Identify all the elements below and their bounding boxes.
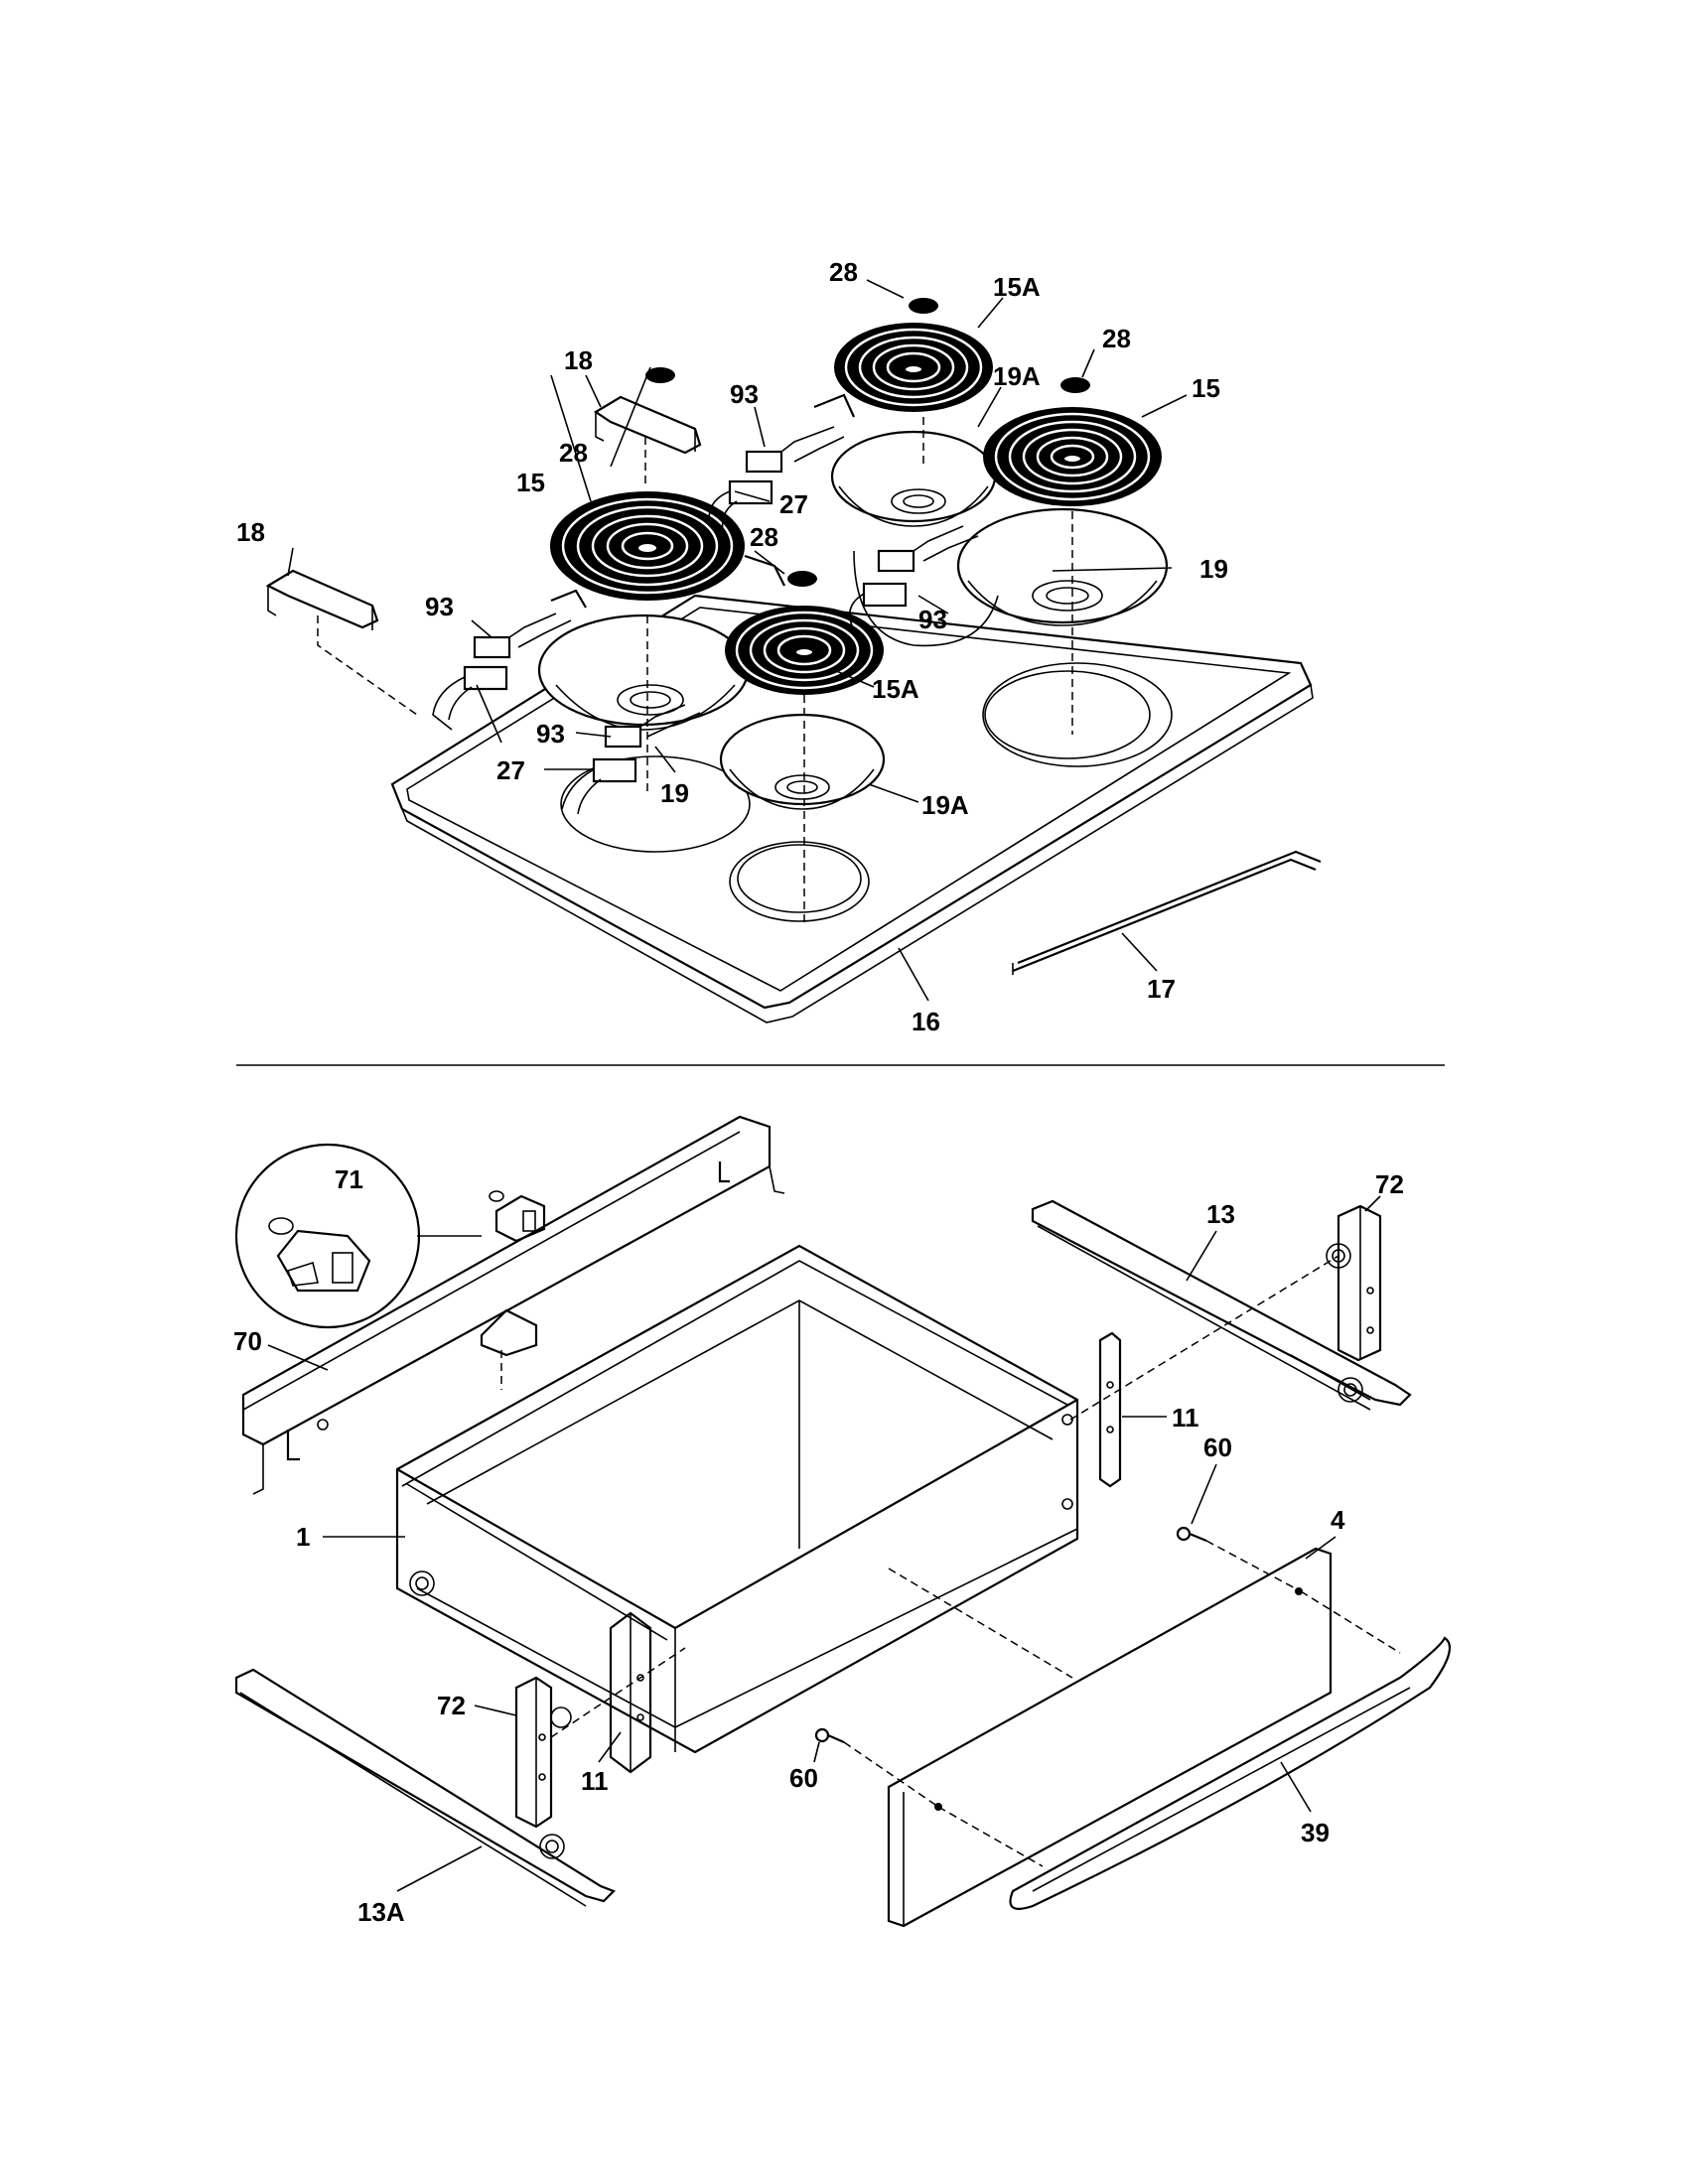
- callout-72-right: 72: [1375, 1169, 1404, 1199]
- terminal-block-27-mid: [848, 582, 908, 626]
- coil-element-15A-top: [834, 323, 993, 412]
- callout-28-right: 28: [1102, 324, 1131, 353]
- drip-bowl-19A-lower: [719, 713, 886, 810]
- callout-71: 71: [335, 1164, 363, 1194]
- callout-19-low: 19: [660, 778, 689, 808]
- drip-bowl-19A-upper: [830, 430, 997, 527]
- callout-16: 16: [912, 1007, 940, 1036]
- callout-19A-low: 19A: [921, 790, 969, 820]
- callout-93-left: 93: [425, 592, 454, 621]
- support-rod-17: [1012, 850, 1322, 975]
- coil-element-15-left: [550, 491, 785, 601]
- center-cap-28-left: [645, 367, 675, 383]
- bracket-11-left: [609, 1611, 652, 1774]
- callout-19-right: 19: [1199, 554, 1228, 584]
- drip-bowl-19-right: [956, 507, 1169, 626]
- bracket-11-right: [1098, 1331, 1122, 1488]
- drawer-assembly: 71 72 13 70 11 60 1 4 72 60 11 39 13A: [233, 1115, 1452, 1928]
- coil-element-15-right: [983, 407, 1162, 506]
- screw-60-right: [1176, 1526, 1207, 1543]
- center-cap-28-right: [1060, 377, 1090, 393]
- callout-28-left: 28: [559, 438, 588, 468]
- callout-27-mid: 27: [779, 489, 808, 519]
- callout-13A: 13A: [357, 1897, 405, 1927]
- leader-lines-top: [287, 279, 1188, 1002]
- terminal-block-27-left: [432, 665, 508, 731]
- slide-rail-13A: [234, 1668, 616, 1907]
- callout-1: 1: [296, 1522, 310, 1552]
- detail-inset-71: [234, 1143, 482, 1329]
- coil-element-15A-bottom: [725, 606, 884, 695]
- callout-13: 13: [1206, 1199, 1235, 1229]
- callout-28-top: 28: [829, 257, 858, 287]
- terminal-block-27-top: [708, 479, 774, 532]
- callout-18-left: 18: [236, 517, 265, 547]
- callout-17: 17: [1147, 974, 1176, 1004]
- rear-rail-70: [241, 1115, 785, 1495]
- callout-15A-top: 15A: [993, 272, 1041, 302]
- receptacle-93-mid: [877, 525, 979, 573]
- callout-93-mid: 93: [918, 605, 947, 634]
- bracket-18-left: [265, 569, 418, 716]
- slide-rail-13: [1031, 1199, 1412, 1411]
- callout-93-top: 93: [730, 379, 759, 409]
- callout-70: 70: [233, 1326, 262, 1356]
- drip-bowl-19-left: [537, 614, 750, 731]
- screw-60-left: [814, 1727, 845, 1744]
- bracket-18-top: [593, 395, 702, 486]
- bracket-72-left: [514, 1676, 572, 1829]
- center-cap-28-top: [909, 298, 938, 314]
- leader-lines-bottom: [267, 1195, 1381, 1892]
- callout-11-right: 11: [1172, 1403, 1199, 1433]
- drawer-front-4: [887, 1547, 1333, 1928]
- callout-19A-top: 19A: [993, 361, 1041, 391]
- callout-15-right: 15: [1192, 373, 1220, 403]
- callout-39: 39: [1301, 1818, 1330, 1847]
- drawer-body-1: [395, 1244, 1079, 1754]
- callout-72-left: 72: [437, 1691, 466, 1720]
- callout-15-left: 15: [516, 468, 545, 497]
- receptacle-93-left: [473, 589, 587, 659]
- center-cap-28-mid: [787, 571, 817, 587]
- callout-60-left: 60: [789, 1763, 818, 1793]
- drawer-handle-39: [1009, 1636, 1452, 1910]
- callout-4: 4: [1331, 1505, 1345, 1535]
- bracket-72-right: [1326, 1204, 1382, 1362]
- receptacle-93-low: [604, 704, 701, 749]
- callout-15A-bottom: 15A: [872, 674, 919, 704]
- terminal-block-27-low: [561, 757, 637, 815]
- callout-18-top: 18: [564, 345, 593, 375]
- cooktop-assembly: 28 15A 28 15 18 93 19A 28 15 27 28 19 18…: [236, 257, 1322, 1036]
- receptacle-93-top: [745, 393, 856, 474]
- callout-28-mid: 28: [750, 522, 778, 552]
- callout-60-right: 60: [1203, 1433, 1232, 1462]
- callout-11-left: 11: [581, 1766, 609, 1796]
- callout-93-low: 93: [536, 719, 565, 749]
- assembly-lines: [550, 1255, 1401, 1867]
- callout-27-low: 27: [496, 755, 525, 785]
